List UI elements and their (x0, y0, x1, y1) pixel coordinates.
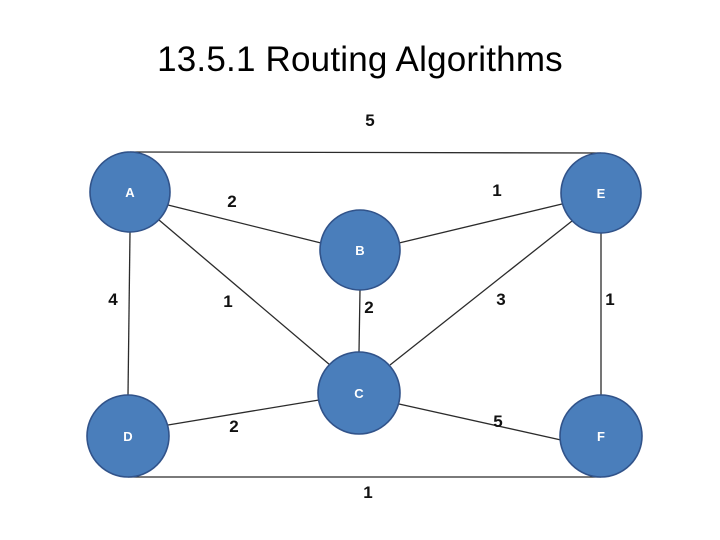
graph-edge-C-E (389, 220, 573, 366)
page-title: 13.5.1 Routing Algorithms (157, 40, 563, 79)
node-circle-F[interactable] (559, 394, 643, 478)
graph-edge-B-C (358, 289, 361, 353)
node-label-E: E (597, 186, 606, 201)
node-circle-A[interactable] (89, 151, 171, 233)
graph-node-C[interactable]: C (317, 351, 401, 435)
graph-node-E[interactable]: E (560, 152, 642, 234)
graph-edge-A-E (129, 151, 602, 154)
graph-edge-D-C (167, 399, 320, 426)
weight-label-layer: 5 2 1 4 1 2 3 1 2 5 1 (108, 111, 614, 502)
edge-weight-B-E: 1 (492, 181, 501, 200)
graph-node-A[interactable]: A (89, 151, 171, 233)
node-label-D: D (123, 429, 132, 444)
graph-node-B[interactable]: B (319, 209, 401, 291)
edge-weight-D-F: 1 (363, 483, 372, 502)
edge-weight-D-C: 2 (229, 417, 238, 436)
node-label-A: A (125, 185, 135, 200)
graph-node-D[interactable]: D (86, 394, 170, 478)
node-circle-E[interactable] (560, 152, 642, 234)
graph-edge-A-D (127, 231, 131, 396)
graph-node-F[interactable]: F (559, 394, 643, 478)
edge-weight-A-D: 4 (108, 290, 118, 309)
graph-edge-A-C (158, 219, 331, 366)
node-label-F: F (597, 429, 605, 444)
edge-weight-E-F: 1 (605, 290, 614, 309)
edge-layer (127, 151, 602, 478)
node-label-B: B (355, 243, 364, 258)
edge-weight-A-B: 2 (227, 192, 236, 211)
graph-edge-C-F (398, 403, 562, 441)
edge-weight-A-E: 5 (365, 111, 374, 130)
node-circle-C[interactable] (317, 351, 401, 435)
node-circle-B[interactable] (319, 209, 401, 291)
node-label-C: C (354, 386, 364, 401)
graph-edge-A-B (167, 204, 322, 244)
node-layer: A B C D E F (86, 151, 643, 478)
graph-edge-B-E (398, 203, 563, 244)
node-circle-D[interactable] (86, 394, 170, 478)
edge-weight-B-C: 2 (364, 298, 373, 317)
edge-weight-C-F: 5 (493, 412, 502, 431)
edge-weight-C-E: 3 (496, 290, 505, 309)
edge-weight-A-C: 1 (223, 292, 232, 311)
